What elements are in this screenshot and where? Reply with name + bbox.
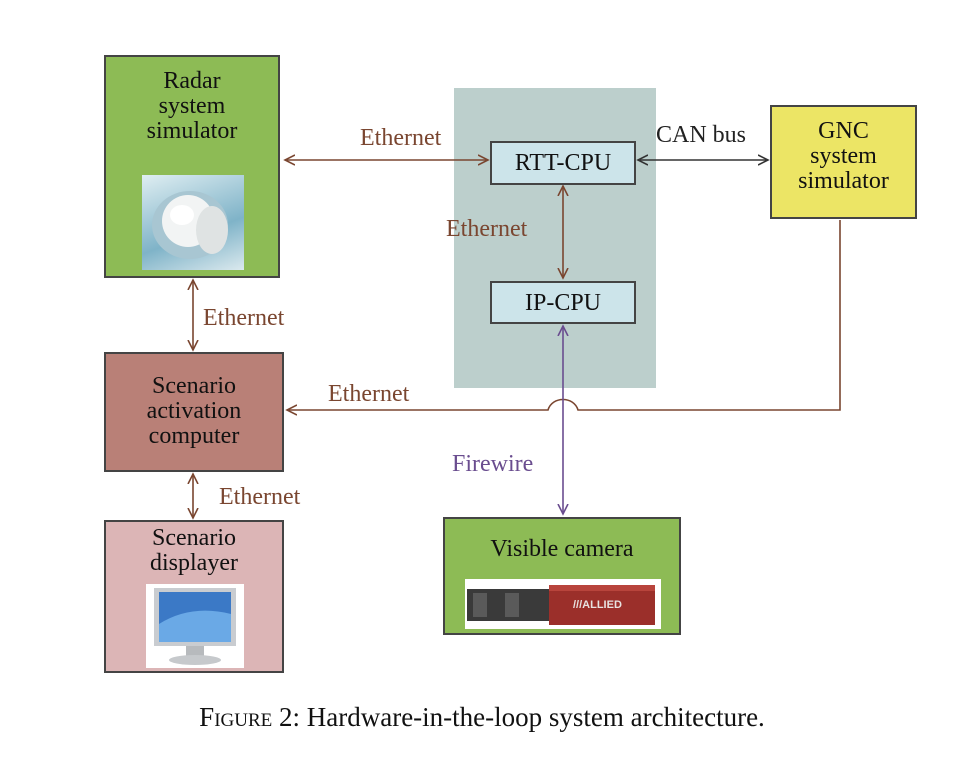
scenario-displayer-label: Scenario displayer (150, 525, 238, 576)
camera-picture: ///ALLIED (465, 579, 661, 629)
label-gnc-scenario: Ethernet (328, 381, 410, 407)
radar-system-simulator-box: Radar system simulator (104, 55, 280, 278)
radar-label: Radar system simulator (146, 68, 238, 144)
visible-camera-label: Visible camera (490, 536, 634, 562)
visible-camera-box: Visible camera ///ALLIED (443, 517, 681, 635)
label-rtt-gnc: CAN bus (656, 122, 747, 148)
label-radar-rtt: Ethernet (360, 125, 442, 151)
rtt-cpu-box: RTT-CPU (490, 141, 636, 185)
label-ip-camera: Firewire (452, 451, 534, 477)
scenario-activation-label: Scenario activation computer (146, 373, 242, 449)
figure-number: Figure 2: (199, 702, 300, 732)
rtt-cpu-label: RTT-CPU (514, 150, 612, 176)
label-scenario-displayer: Ethernet (219, 484, 301, 510)
caption-text: Hardware-in-the-loop system architecture… (306, 702, 765, 732)
label-rtt-ip: Ethernet (446, 216, 528, 242)
figure-caption: Figure 2: Hardware-in-the-loop system ar… (0, 702, 964, 733)
label-radar-scenario: Ethernet (203, 305, 285, 331)
ip-cpu-box: IP-CPU (490, 281, 636, 324)
camera-brand-text: ///ALLIED (573, 599, 622, 611)
cpu-panel (454, 88, 656, 388)
gnc-system-simulator-box: GNC system simulator (770, 105, 917, 219)
radar-dish-picture (142, 175, 244, 270)
scenario-activation-computer-box: Scenario activation computer (104, 352, 284, 472)
monitor-picture (146, 584, 244, 668)
gnc-label: GNC system simulator (798, 118, 889, 194)
ip-cpu-label: IP-CPU (524, 290, 602, 316)
scenario-displayer-box: Scenario displayer (104, 520, 284, 673)
